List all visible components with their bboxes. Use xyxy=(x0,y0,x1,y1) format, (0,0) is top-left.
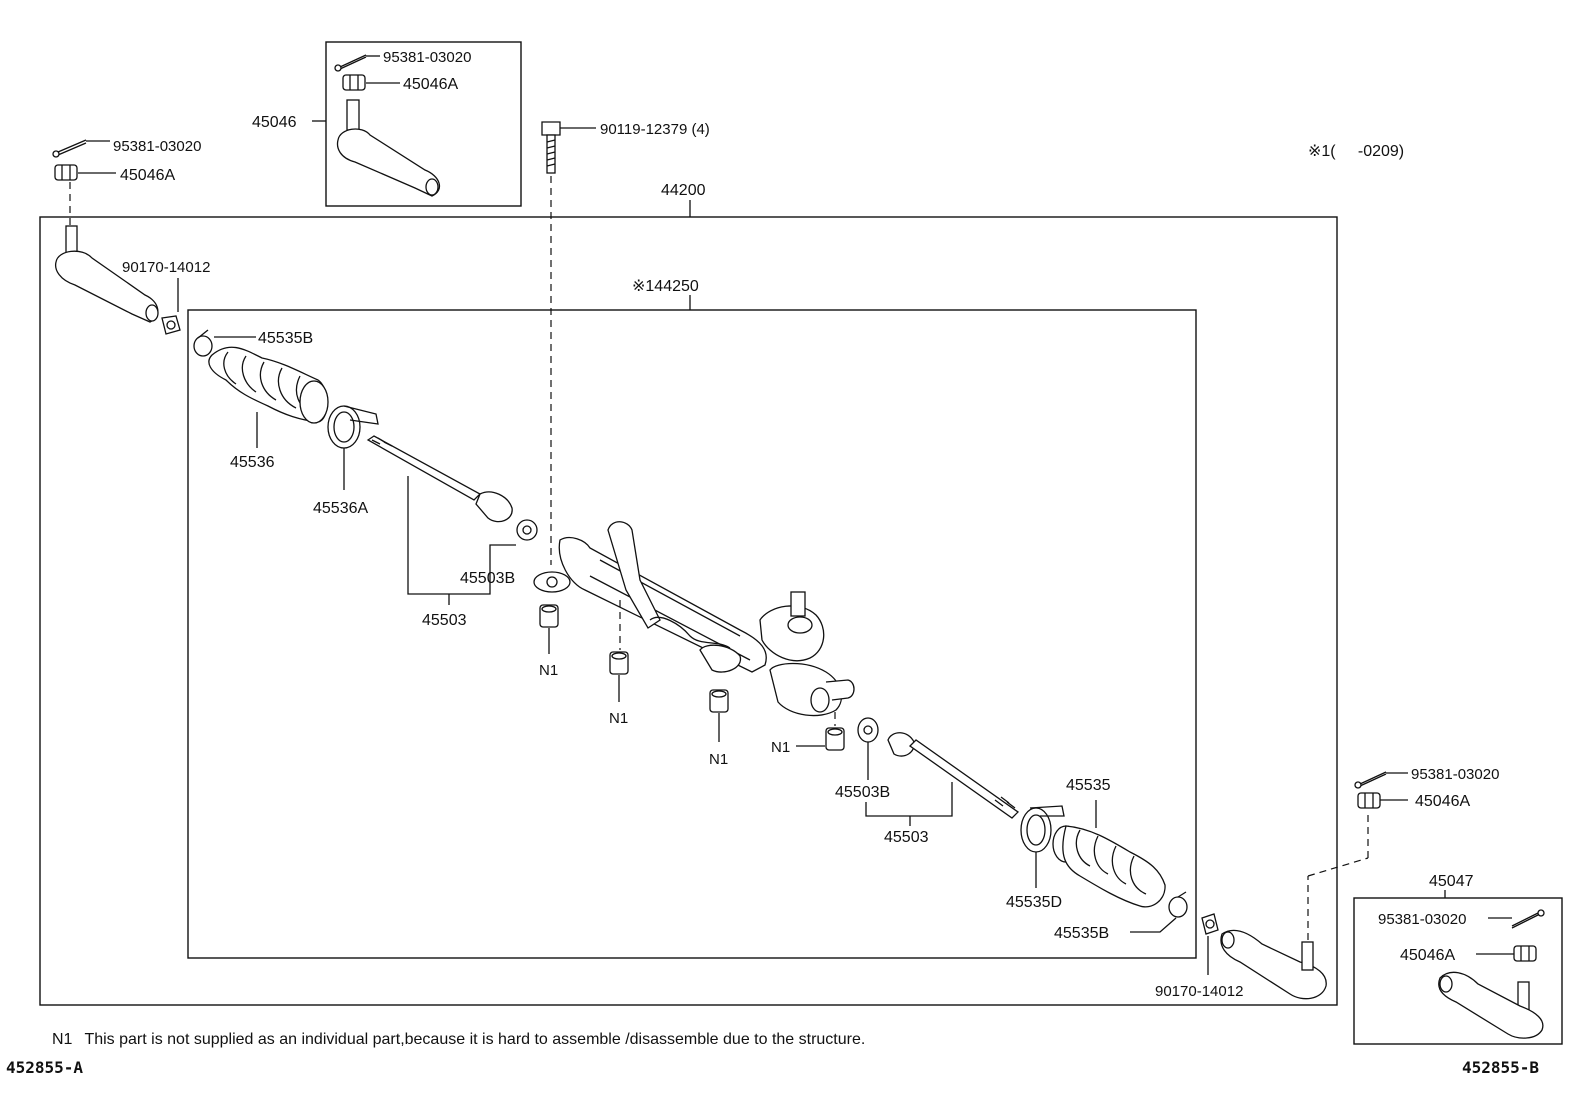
cotter-pin-br-icon xyxy=(1511,909,1545,929)
detail-box-45046 xyxy=(325,41,522,207)
label-95381-03020-right: 95381-03020 xyxy=(1411,766,1499,783)
label-45503-left: 45503 xyxy=(422,612,467,629)
label-45046a-left: 45046A xyxy=(120,167,175,184)
label-n1-d: N1 xyxy=(771,739,790,756)
label-45046a-br-box: 45046A xyxy=(1400,947,1455,964)
locknut-right-icon xyxy=(1201,913,1219,935)
label-45046: 45046 xyxy=(252,114,297,131)
label-45047: 45047 xyxy=(1429,873,1474,890)
label-44200: 44200 xyxy=(661,182,706,199)
label-n1-b: N1 xyxy=(609,710,628,727)
label-45535b-right: 45535B xyxy=(1054,925,1109,942)
label-45536a: 45536A xyxy=(313,500,368,517)
detail-box-45047 xyxy=(1353,897,1563,1045)
label-45503b-left: 45503B xyxy=(460,570,515,587)
label-90170-14012-left: 90170-14012 xyxy=(122,259,210,276)
tie-rod-end-right-icon xyxy=(1220,929,1327,1000)
assembly-box-44200 xyxy=(39,216,1338,1006)
tie-rod-end-left-icon xyxy=(54,225,159,323)
label-90119-12379: 90119-12379 (4) xyxy=(600,121,710,138)
label-45536: 45536 xyxy=(230,454,275,471)
claw-washer-right-icon xyxy=(857,717,879,743)
label-95381-03020-tl-box: 95381-03020 xyxy=(383,49,471,66)
bushing-n1-c-icon xyxy=(709,689,729,713)
castle-nut-left-icon xyxy=(54,164,78,181)
diagram-code-left: 452855-A xyxy=(6,1058,84,1077)
inner-tie-rod-left-icon xyxy=(366,435,538,541)
tie-rod-end-icon xyxy=(336,99,441,197)
label-45046a-tl-box: 45046A xyxy=(403,76,458,93)
tie-rod-end-br-icon xyxy=(1438,971,1544,1039)
assembly-box-144250 xyxy=(187,309,1197,959)
cotter-pin-icon xyxy=(334,54,367,72)
label-n1-c: N1 xyxy=(709,751,728,768)
label-45046a-right: 45046A xyxy=(1415,793,1470,810)
label-production-note: ※1( -0209) xyxy=(1308,143,1404,160)
locknut-left-icon xyxy=(161,315,181,335)
boot-clamp-left-icon xyxy=(193,329,213,357)
footnote-code: N1 xyxy=(52,1031,73,1048)
label-45503-right: 45503 xyxy=(884,829,929,846)
diagram-code-right: 452855-B xyxy=(1462,1058,1540,1077)
boot-band-right-icon xyxy=(1020,805,1065,853)
label-45503b-right: 45503B xyxy=(835,784,890,801)
label-90170-14012-right: 90170-14012 xyxy=(1155,983,1243,1000)
inner-tie-rod-right-icon xyxy=(887,732,1020,819)
bushing-n1-d-icon xyxy=(825,727,845,751)
cotter-pin-right-icon xyxy=(1354,771,1387,789)
label-n1-a: N1 xyxy=(539,662,558,679)
label-45535: 45535 xyxy=(1066,777,1111,794)
bushing-n1-a-icon xyxy=(539,604,559,628)
castle-nut-icon xyxy=(342,74,366,91)
label-45535b-left: 45535B xyxy=(258,330,313,347)
mounting-bolt-icon xyxy=(541,121,561,174)
label-95381-03020-left: 95381-03020 xyxy=(113,138,201,155)
rack-housing-icon xyxy=(533,521,855,717)
label-95381-03020-br-box: 95381-03020 xyxy=(1378,911,1466,928)
footnote-text: This part is not supplied as an individu… xyxy=(84,1031,866,1048)
bushing-n1-b-icon xyxy=(609,651,629,675)
cotter-pin-left-icon xyxy=(52,139,87,158)
boot-clamp-right-icon xyxy=(1168,891,1188,918)
rack-boot-left-icon xyxy=(208,346,329,424)
label-45535d: 45535D xyxy=(1006,894,1062,911)
castle-nut-right-icon xyxy=(1357,792,1381,809)
castle-nut-br-icon xyxy=(1513,945,1537,962)
label-144250: ※144250 xyxy=(632,278,699,295)
rack-boot-right-icon xyxy=(1052,825,1166,908)
footnote: N1 This part is not supplied as an indivi… xyxy=(52,1031,877,1049)
